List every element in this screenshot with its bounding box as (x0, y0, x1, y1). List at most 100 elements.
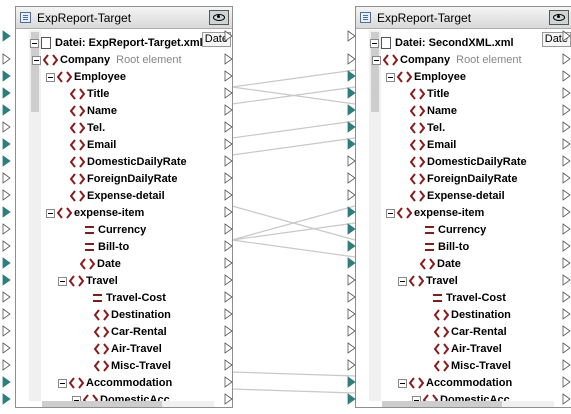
output-port[interactable] (224, 53, 233, 65)
tree-node[interactable]: Expense-detail (69, 188, 165, 204)
input-port[interactable] (347, 138, 356, 150)
input-port[interactable] (2, 121, 11, 133)
output-port[interactable] (562, 342, 571, 354)
date-button[interactable]: Date (541, 32, 571, 47)
input-port[interactable] (2, 104, 11, 116)
file-row[interactable]: Datei: SecondXML.xml (370, 35, 514, 51)
collapse-icon[interactable] (58, 378, 67, 388)
input-port[interactable] (347, 121, 356, 133)
input-port[interactable] (2, 376, 11, 388)
input-port[interactable] (347, 325, 356, 337)
output-port[interactable] (562, 138, 571, 150)
output-port[interactable] (224, 121, 233, 133)
output-port[interactable] (224, 104, 233, 116)
right-horizontal-scrollbar[interactable] (382, 401, 554, 407)
output-port[interactable] (224, 223, 233, 235)
tree-node[interactable]: Misc-Travel (433, 358, 511, 374)
tree-node[interactable]: Date (79, 256, 121, 272)
input-port[interactable] (347, 393, 356, 405)
collapse-icon[interactable] (398, 276, 407, 286)
input-port[interactable] (2, 359, 11, 371)
input-port[interactable] (2, 87, 11, 99)
input-port[interactable] (2, 291, 11, 303)
tree-node[interactable]: DomesticDailyRate (409, 154, 527, 170)
input-port[interactable] (2, 257, 11, 269)
tree-node[interactable]: Name (409, 103, 457, 119)
output-port[interactable] (224, 257, 233, 269)
tree-node[interactable]: Destination (433, 307, 511, 323)
input-port[interactable] (2, 172, 11, 184)
output-port[interactable] (224, 308, 233, 320)
tree-node[interactable]: Travel-Cost (90, 290, 166, 306)
input-port[interactable] (347, 155, 356, 167)
input-port[interactable] (347, 206, 356, 218)
file-row[interactable]: Datei: ExpReport-Target.xml (30, 35, 203, 51)
input-port[interactable] (2, 223, 11, 235)
output-port[interactable] (562, 87, 571, 99)
output-port[interactable] (224, 189, 233, 201)
input-port[interactable] (347, 223, 356, 235)
left-vertical-scrollbar[interactable] (29, 30, 41, 401)
output-port[interactable] (562, 155, 571, 167)
output-port[interactable] (562, 240, 571, 252)
tree-node[interactable]: Accommodation (398, 375, 512, 391)
output-port[interactable] (562, 30, 571, 42)
output-port[interactable] (562, 70, 571, 82)
input-port[interactable] (347, 104, 356, 116)
collapse-icon[interactable] (370, 38, 379, 48)
tree-node[interactable]: Title (409, 86, 449, 102)
output-port[interactable] (224, 70, 233, 82)
collapse-icon[interactable] (372, 55, 381, 65)
output-port[interactable] (224, 325, 233, 337)
output-port[interactable] (224, 274, 233, 286)
tree-node[interactable]: ForeignDailyRate (409, 171, 517, 187)
input-port[interactable] (2, 240, 11, 252)
input-port[interactable] (2, 393, 11, 405)
left-titlebar[interactable]: ExpReport-Target (16, 7, 232, 29)
output-port[interactable] (224, 393, 233, 405)
tree-node[interactable]: Date (419, 256, 461, 272)
collapse-icon[interactable] (386, 72, 395, 82)
collapse-icon[interactable] (32, 55, 41, 65)
input-port[interactable] (2, 30, 11, 42)
input-port[interactable] (2, 342, 11, 354)
input-port[interactable] (347, 53, 356, 65)
input-port[interactable] (347, 359, 356, 371)
input-port[interactable] (2, 308, 11, 320)
input-port[interactable] (2, 155, 11, 167)
tree-node[interactable]: Air-Travel (93, 341, 162, 357)
input-port[interactable] (2, 189, 11, 201)
tree-node[interactable]: Currency (82, 222, 146, 238)
output-port[interactable] (224, 172, 233, 184)
tree-node[interactable]: Bill-to (82, 239, 129, 255)
left-horizontal-scrollbar[interactable] (42, 401, 214, 407)
output-port[interactable] (562, 325, 571, 337)
tree-node[interactable]: Employee (386, 69, 466, 85)
output-port[interactable] (562, 308, 571, 320)
output-port[interactable] (224, 342, 233, 354)
tree-node[interactable]: Travel (58, 273, 118, 289)
input-port[interactable] (2, 53, 11, 65)
left-component[interactable]: ExpReport-Target Datei: ExpReport-Target… (15, 6, 233, 408)
tree-node[interactable]: Title (69, 86, 109, 102)
right-titlebar[interactable]: ExpReport-Target (356, 7, 571, 29)
output-port[interactable] (224, 30, 233, 42)
tree-node[interactable]: Travel (398, 273, 458, 289)
output-port[interactable] (224, 206, 233, 218)
tree-node[interactable]: Misc-Travel (93, 358, 171, 374)
tree-node[interactable]: Email (69, 137, 116, 153)
collapse-icon[interactable] (58, 276, 67, 286)
output-port[interactable] (562, 257, 571, 269)
eye-icon[interactable] (209, 10, 229, 25)
tree-node[interactable]: Car-Rental (93, 324, 167, 340)
tree-node[interactable]: expense-item (386, 205, 484, 221)
output-port[interactable] (562, 189, 571, 201)
tree-node[interactable]: Tel. (409, 120, 445, 136)
right-component[interactable]: ExpReport-Target Datei: SecondXML.xml Da… (355, 6, 571, 408)
input-port[interactable] (347, 342, 356, 354)
output-port[interactable] (224, 240, 233, 252)
eye-icon[interactable] (549, 10, 569, 25)
output-port[interactable] (224, 291, 233, 303)
output-port[interactable] (562, 104, 571, 116)
